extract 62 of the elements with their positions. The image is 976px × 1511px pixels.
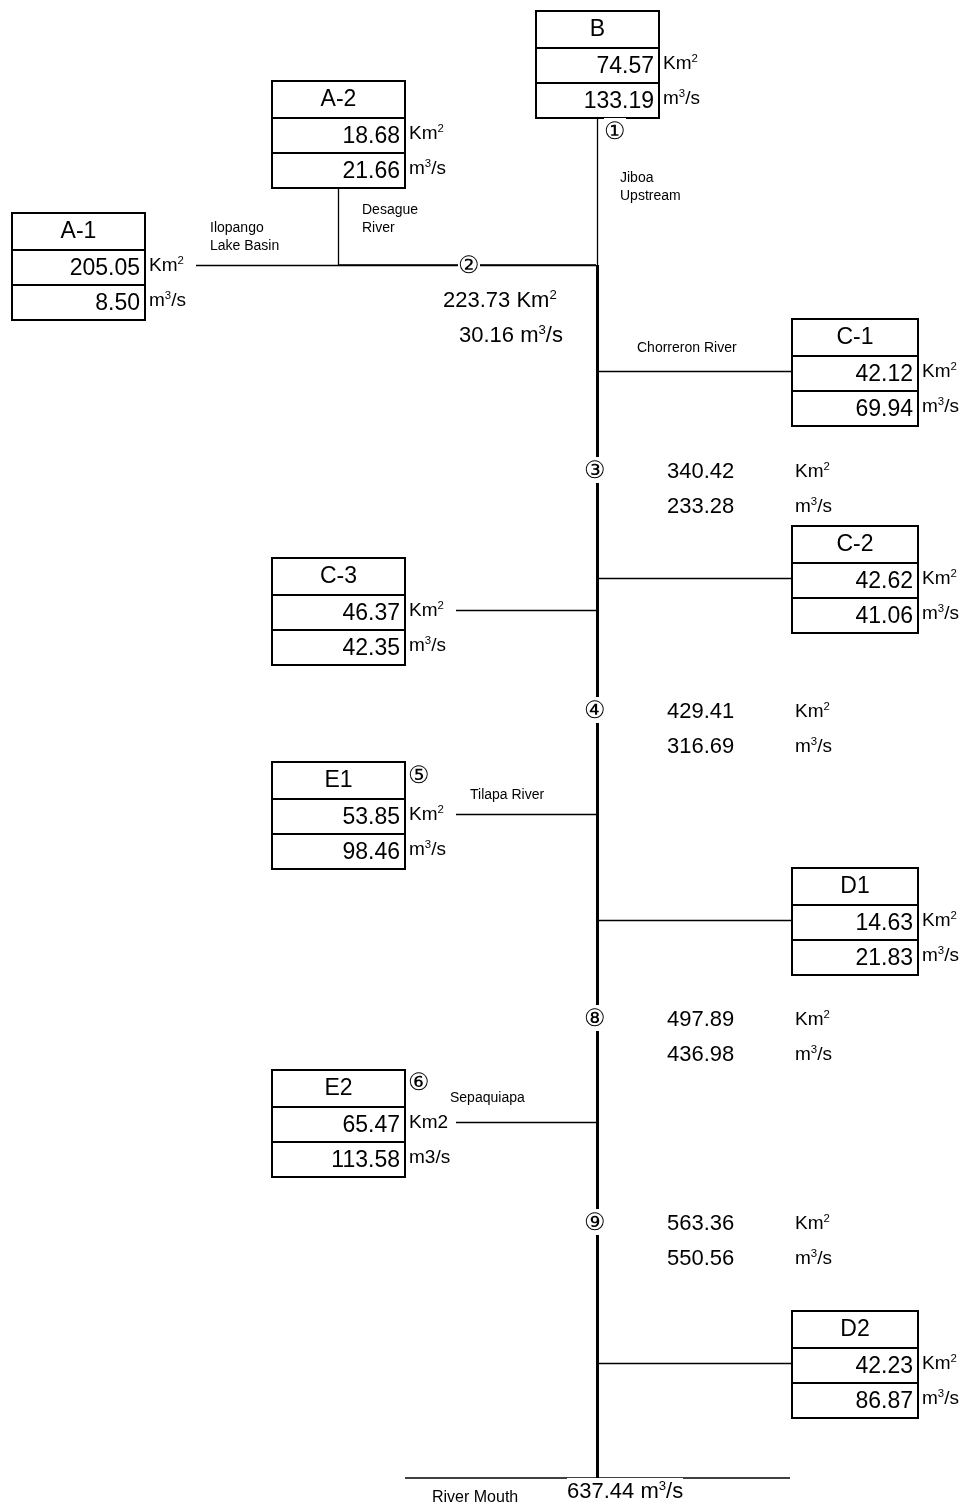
unit-label: m$^{3}$/s	[922, 1386, 959, 1410]
unit-label: Km$^{2}$	[663, 51, 698, 75]
area-value: 14.63	[793, 904, 917, 939]
discharge-value: 42.35	[273, 629, 404, 664]
unit-label: m$^{3}$/s	[922, 943, 959, 967]
area-value: 205.05	[13, 249, 144, 284]
subbasin-name: A-1	[59, 216, 98, 245]
discharge-value: 41.06	[793, 597, 917, 632]
discharge-value: 8.50	[13, 284, 144, 319]
unit-label: m$^{3}$/s	[409, 633, 446, 657]
discharge-value: 98.46	[273, 833, 404, 868]
tributary-line	[455, 813, 597, 816]
unit-label: m$^{3}$/s	[409, 837, 446, 861]
tributary-line	[195, 264, 597, 267]
unit-label: Km$^{2}$	[409, 802, 444, 826]
area-value: 42.23	[793, 1347, 917, 1382]
point-number: ③	[584, 457, 606, 483]
unit-label: m3/s	[409, 1145, 451, 1169]
point-number: ⑨	[584, 1209, 606, 1235]
area-value: 42.62	[793, 562, 917, 597]
subbasin-name: A-2	[319, 84, 358, 113]
unit-label: Km$^{2}$	[922, 1351, 957, 1375]
unit-label: Km$^{2}$	[149, 253, 184, 277]
unit-label: m$^{3}$/s	[409, 156, 446, 180]
area-value: 65.47	[273, 1106, 404, 1141]
subbasin-name: C-2	[835, 529, 875, 558]
unit-label: m$^{3}$/s	[663, 86, 700, 110]
discharge-value: 133.19	[537, 82, 658, 117]
subbasin-name: C-3	[318, 561, 359, 590]
discharge-value: 113.58	[273, 1141, 404, 1176]
discharge-value: 86.87	[793, 1382, 917, 1417]
subbasin-name: D1	[839, 871, 871, 900]
area-value: 53.85	[273, 798, 404, 833]
unit-label: m$^{3}$/s	[922, 394, 959, 418]
subbasin-name: E1	[323, 765, 354, 794]
subbasin-name: B	[588, 14, 607, 43]
area-value: 42.12	[793, 355, 917, 390]
discharge-value: 21.66	[273, 152, 404, 187]
tributary-line	[598, 577, 792, 580]
unit-label: Km$^{2}$	[409, 121, 444, 145]
subbasin-name: C-1	[835, 322, 875, 351]
unit-label: Km$^{2}$	[922, 566, 957, 590]
unit-label: Km$^{2}$	[922, 908, 957, 932]
tributary-line	[598, 919, 792, 922]
unit-label: Km$^{2}$	[409, 598, 444, 622]
unit-label: Km$^{2}$	[922, 359, 957, 383]
unit-label: Km2	[409, 1110, 449, 1134]
discharge-value: 69.94	[793, 390, 917, 425]
tributary-line	[455, 609, 597, 612]
discharge-value: 21.83	[793, 939, 917, 974]
point-number: ④	[584, 697, 606, 723]
subbasin-name: E2	[323, 1073, 354, 1102]
tributary-line	[598, 370, 792, 373]
point-number: ⑧	[584, 1005, 606, 1031]
area-value: 18.68	[273, 117, 404, 152]
tributary-line	[455, 1121, 597, 1124]
unit-label: m$^{3}$/s	[149, 288, 186, 312]
tributary-line	[598, 1362, 792, 1365]
subbasin-name: D2	[839, 1314, 871, 1343]
area-value: 46.37	[273, 594, 404, 629]
unit-label: m$^{3}$/s	[922, 601, 959, 625]
area-value: 74.57	[537, 47, 658, 82]
